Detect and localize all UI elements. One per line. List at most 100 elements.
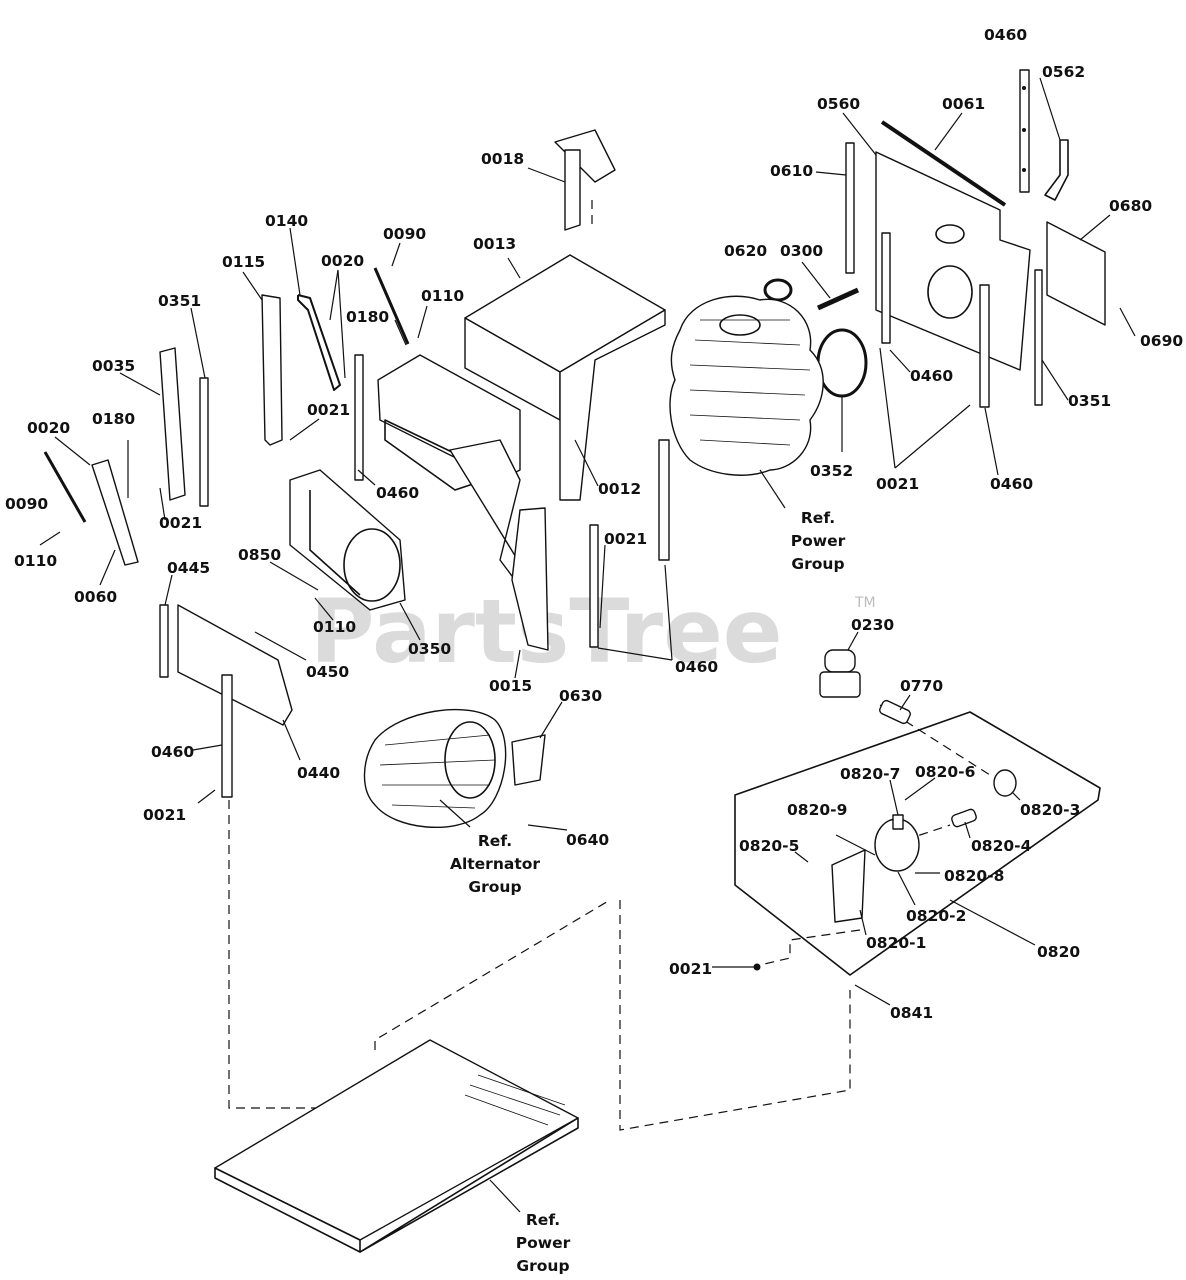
label-0061: 0061 — [942, 95, 985, 113]
label-0351: 0351 — [158, 292, 201, 310]
label-0021: 0021 — [876, 475, 919, 493]
part-0770-fitting — [879, 699, 911, 725]
label-0180: 0180 — [92, 410, 135, 428]
label-0820-3: 0820-3 — [1020, 801, 1080, 819]
part-0460-strip-lower — [589, 524, 599, 648]
ref-alternator-group: Ref. Alternator Group — [450, 832, 540, 896]
part-0820-3-fitting — [993, 769, 1017, 797]
part-0351-strip-left — [199, 377, 209, 507]
label-0460: 0460 — [376, 484, 419, 502]
part-0015-bracket — [449, 439, 549, 651]
label-0021: 0021 — [159, 514, 202, 532]
part-0460-strip-mid — [881, 232, 891, 344]
label-0610: 0610 — [770, 162, 813, 180]
part-0230-valve — [819, 649, 861, 698]
part-0300-tube — [816, 287, 860, 311]
ref-power-group-bottom: Ref. Power Group — [516, 1211, 571, 1275]
part-number-labels: 0460 0562 0560 0061 0610 0680 0018 0620 … — [5, 26, 1183, 1022]
label-0300: 0300 — [780, 242, 823, 260]
part-0460-strip-left-upper — [354, 354, 364, 481]
label-0841: 0841 — [890, 1004, 933, 1022]
ref-text-line: Alternator — [450, 855, 540, 873]
part-0351-strip-right — [1034, 269, 1043, 406]
label-0820-6: 0820-6 — [915, 763, 975, 781]
label-0020: 0020 — [321, 252, 364, 270]
label-0820-1: 0820-1 — [866, 934, 926, 952]
label-0013: 0013 — [473, 235, 516, 253]
label-0445: 0445 — [167, 559, 210, 577]
label-0850: 0850 — [238, 546, 281, 564]
label-0090: 0090 — [383, 225, 426, 243]
label-0820-2: 0820-2 — [906, 907, 966, 925]
ref-text-line: Ref. — [526, 1211, 560, 1229]
part-0060-bracket — [91, 459, 139, 566]
part-0820-4-fitting — [951, 808, 977, 828]
part-0620-grommet — [763, 278, 793, 302]
part-0061-rail — [880, 120, 1007, 207]
part-0562-bracket — [1044, 139, 1069, 201]
label-0460: 0460 — [675, 658, 718, 676]
ref-text-line: Power — [791, 532, 846, 550]
label-0820: 0820 — [1037, 943, 1080, 961]
part-0460-strip-top-right — [1019, 69, 1030, 193]
watermark-trademark: TM — [854, 595, 876, 611]
label-0110: 0110 — [421, 287, 464, 305]
label-0350: 0350 — [408, 640, 451, 658]
label-0035: 0035 — [92, 357, 135, 375]
label-0140: 0140 — [265, 212, 308, 230]
label-0460: 0460 — [990, 475, 1033, 493]
part-drawings — [43, 69, 1106, 1253]
label-0351: 0351 — [1068, 392, 1111, 410]
part-0090-strut-top — [373, 267, 410, 345]
label-0820-5: 0820-5 — [739, 837, 799, 855]
label-0820-8: 0820-8 — [944, 867, 1004, 885]
part-0035-bracket — [159, 347, 186, 501]
label-0770: 0770 — [900, 677, 943, 695]
label-0630: 0630 — [559, 687, 602, 705]
label-0012: 0012 — [598, 480, 641, 498]
label-0115: 0115 — [222, 253, 265, 271]
label-0680: 0680 — [1109, 197, 1152, 215]
label-0560: 0560 — [817, 95, 860, 113]
ref-text-line: Group — [791, 555, 844, 573]
dashed-connection-lines — [228, 200, 991, 1131]
reference-labels: Ref. Power Group Ref. Alternator Group R… — [450, 509, 846, 1275]
ref-text-line: Power — [516, 1234, 571, 1252]
label-0460: 0460 — [984, 26, 1027, 44]
label-0820-7: 0820-7 — [840, 765, 900, 783]
label-0562: 0562 — [1042, 63, 1085, 81]
ref-text-line: Ref. — [478, 832, 512, 850]
part-0460-strip-bottom-left — [221, 674, 233, 798]
base-power-group-art — [214, 1039, 579, 1253]
label-0640: 0640 — [566, 831, 609, 849]
ref-power-group-top: Ref. Power Group — [791, 509, 846, 573]
ref-text-line: Ref. — [801, 509, 835, 527]
label-0440: 0440 — [297, 764, 340, 782]
part-0680-panel — [1046, 221, 1106, 326]
ref-text-line: Group — [516, 1257, 569, 1275]
label-0021: 0021 — [669, 960, 712, 978]
label-0180: 0180 — [346, 308, 389, 326]
part-0560-panel — [875, 151, 1031, 371]
label-0820-4: 0820-4 — [971, 837, 1032, 855]
part-0013-enclosure — [464, 254, 666, 501]
label-0021: 0021 — [143, 806, 186, 824]
part-0820-2-regulator — [874, 814, 920, 872]
label-0230: 0230 — [851, 616, 894, 634]
part-0090-strut-left — [43, 451, 87, 523]
part-0018-bracket — [554, 129, 616, 231]
alternator-group-art — [363, 708, 507, 829]
part-0820-box-outline — [734, 711, 1101, 976]
label-0620: 0620 — [724, 242, 767, 260]
part-0445-strip — [159, 604, 169, 678]
part-0610-strip — [845, 142, 855, 274]
label-0460: 0460 — [151, 743, 194, 761]
label-0690: 0690 — [1140, 332, 1183, 350]
part-0352-ring — [816, 328, 868, 398]
part-0115-bracket — [261, 294, 283, 446]
label-0018: 0018 — [481, 150, 524, 168]
label-0090: 0090 — [5, 495, 48, 513]
part-0460-strip-right — [979, 284, 990, 408]
part-0850-shroud — [289, 469, 406, 611]
label-0021: 0021 — [307, 401, 350, 419]
